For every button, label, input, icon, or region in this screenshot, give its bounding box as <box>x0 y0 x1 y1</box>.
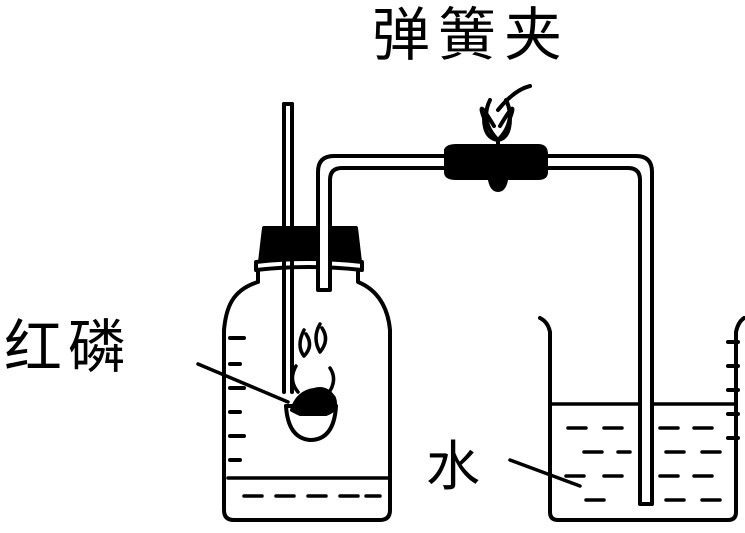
connecting-tube <box>316 154 654 506</box>
flame-curls <box>290 322 336 396</box>
leader-lines <box>196 362 582 488</box>
gas-bottle <box>222 226 392 522</box>
bottle-water <box>226 476 390 498</box>
spring-clamp <box>479 84 532 192</box>
label-spring-clamp: 弹簧夹 <box>372 1 571 69</box>
beaker-water <box>550 402 736 502</box>
leader-water <box>508 458 582 488</box>
label-red-phosphorus: 红磷 <box>4 313 133 381</box>
red-phosphorus-lump <box>290 387 337 416</box>
beaker <box>538 316 745 522</box>
label-water: 水 <box>426 435 480 498</box>
rubber-tube <box>444 144 548 180</box>
leader-red-phosphorus <box>196 362 290 404</box>
